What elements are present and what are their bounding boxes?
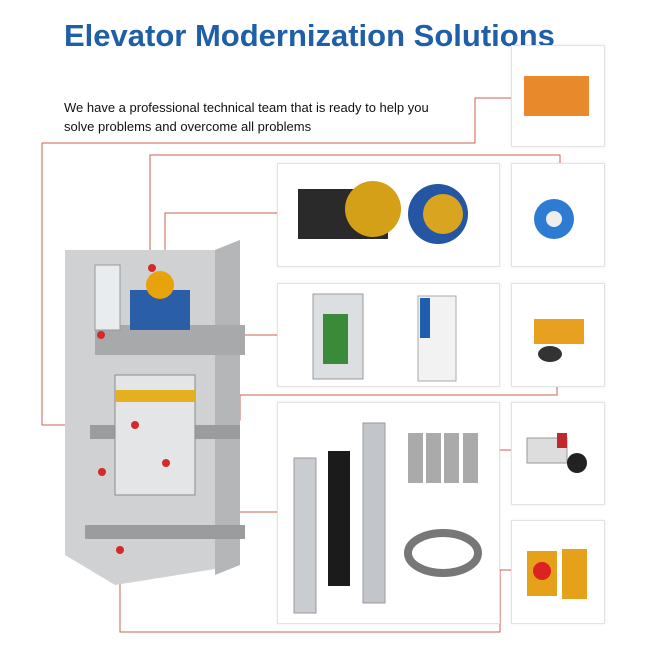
elevator-shaft-illustration	[65, 240, 245, 585]
traction-machine-image	[298, 181, 468, 244]
panel-speed-governor	[511, 402, 605, 505]
panel-door-operator-box	[511, 45, 605, 147]
panel-emergency-stop-box	[511, 520, 605, 624]
page-subtitle: We have a professional technical team th…	[64, 100, 429, 134]
panel-control-cabinets	[277, 283, 500, 387]
page-title: Elevator Modernization Solutions	[64, 18, 555, 53]
door-operator-image	[524, 76, 589, 116]
control-cabinet-image	[312, 293, 457, 382]
fixtures-image	[293, 422, 482, 614]
safety-gear-image	[534, 319, 584, 362]
panel-fixtures-and-cables	[277, 402, 500, 624]
panel-encoder	[511, 163, 605, 267]
panel-traction-machines	[277, 163, 500, 267]
emergency-stop-image	[527, 549, 587, 599]
encoder-image	[534, 199, 574, 239]
speed-governor-image	[526, 433, 587, 473]
panel-safety-gear	[511, 283, 605, 387]
